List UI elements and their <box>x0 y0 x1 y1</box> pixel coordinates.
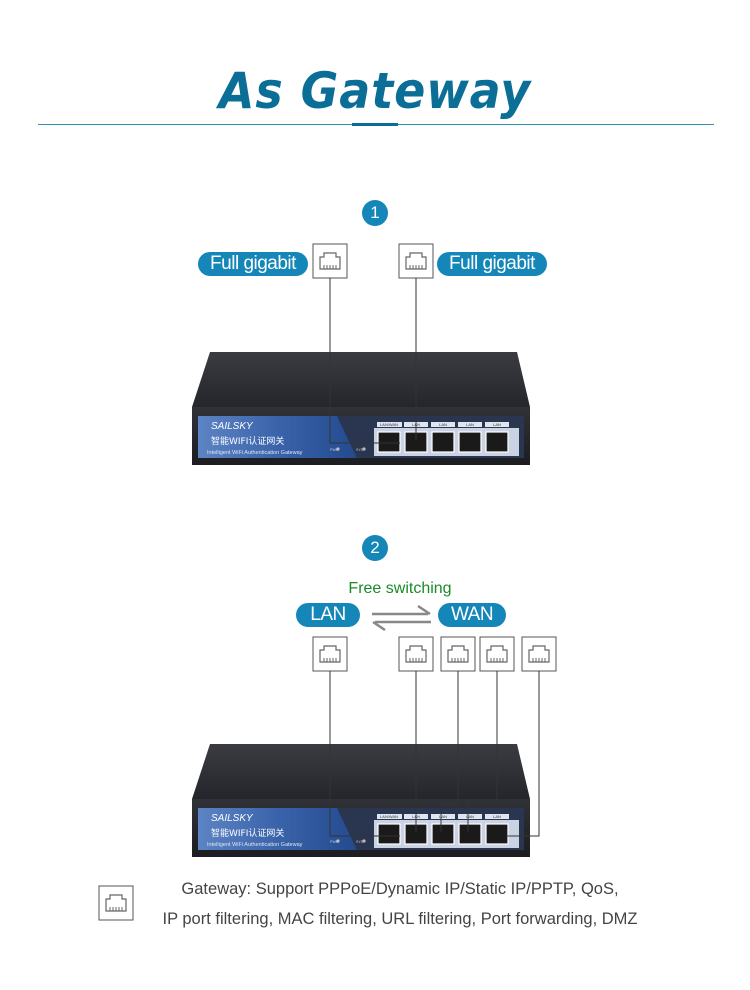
caption-line-2: IP port filtering, MAC filtering, URL fi… <box>162 910 638 928</box>
port-icon-left-1 <box>312 243 348 279</box>
device1-name-en: Intelligent WiFi Authentication Gateway <box>207 450 303 456</box>
device2-name-en: Intelligent WiFi Authentication Gateway <box>207 842 303 848</box>
device1-port-label-2: LAN <box>412 422 420 427</box>
port-icon-wan-2a <box>398 636 434 672</box>
title-divider-accent <box>352 123 398 126</box>
device1-port-label-4: LAN <box>466 422 474 427</box>
device1-led-label-2: SYS <box>356 448 364 452</box>
device1-led-label-1: PWR <box>330 448 339 452</box>
device2-port-label-1: LAN/WAN <box>380 814 398 819</box>
step-2-badge: 2 <box>362 535 388 561</box>
port-icon-right-1 <box>398 243 434 279</box>
lan-label: LAN <box>296 603 360 627</box>
device1-port-label-1: LAN/WAN <box>380 422 398 427</box>
port-icon-wan-2b <box>440 636 476 672</box>
caption-port-icon <box>98 885 134 921</box>
full-gigabit-left-label: Full gigabit <box>198 252 308 276</box>
full-gigabit-right-label: Full gigabit <box>437 252 547 276</box>
device1-name-cn: 智能WIFI认证网关 <box>211 435 284 447</box>
device2-port-label-5: LAN <box>493 814 501 819</box>
port-icon-wan-2d <box>521 636 557 672</box>
wan-label: WAN <box>438 603 506 627</box>
device2-port-label-4: LAN <box>466 814 474 819</box>
free-switching-label: Free switching <box>348 580 452 597</box>
device1-port-label-5: LAN <box>493 422 501 427</box>
device1-brand: SAILSKY <box>211 421 254 432</box>
device2-brand: SAILSKY <box>211 813 254 824</box>
caption-line-1: Gateway: Support PPPoE/Dynamic IP/Static… <box>181 880 619 898</box>
device2-led-label-1: PWR <box>330 840 339 844</box>
device2-port-label-2: LAN <box>412 814 420 819</box>
port-icon-wan-2c <box>479 636 515 672</box>
step-1-badge: 1 <box>362 200 388 226</box>
device2-led-label-2: SYS <box>356 840 364 844</box>
device2-name-cn: 智能WIFI认证网关 <box>211 827 284 839</box>
page-title: As Gateway <box>218 62 532 120</box>
device1-port-label-3: LAN <box>439 422 447 427</box>
port-icon-lan-2 <box>312 636 348 672</box>
device2-port-label-3: LAN <box>439 814 447 819</box>
